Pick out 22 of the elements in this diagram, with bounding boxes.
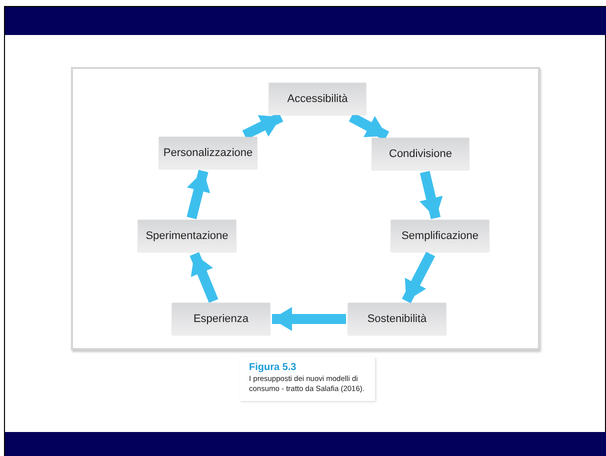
step-box	[348, 303, 446, 335]
step-box	[372, 138, 469, 170]
step-box	[138, 220, 236, 252]
block-arrow	[186, 170, 210, 220]
step-box	[269, 83, 366, 115]
step-box	[172, 303, 270, 335]
block-arrow	[348, 112, 390, 140]
step-label: Sostenibilità	[367, 313, 427, 325]
block-arrow	[242, 112, 284, 140]
step-label: Condivisione	[389, 148, 452, 160]
block-arrow	[402, 252, 436, 304]
step-label: Esperienza	[193, 313, 249, 325]
block-arrow	[419, 170, 443, 220]
step-box	[159, 137, 257, 169]
step-label: Personalizzazione	[163, 147, 253, 159]
step-label: Accessibilità	[287, 93, 348, 105]
step-label: Semplificazione	[401, 230, 479, 242]
block-arrow	[272, 307, 346, 331]
step-label: Sperimentazione	[146, 230, 228, 242]
figure-number: Figura 5.3	[249, 362, 296, 373]
step-box	[391, 220, 489, 252]
block-arrow	[190, 252, 218, 303]
